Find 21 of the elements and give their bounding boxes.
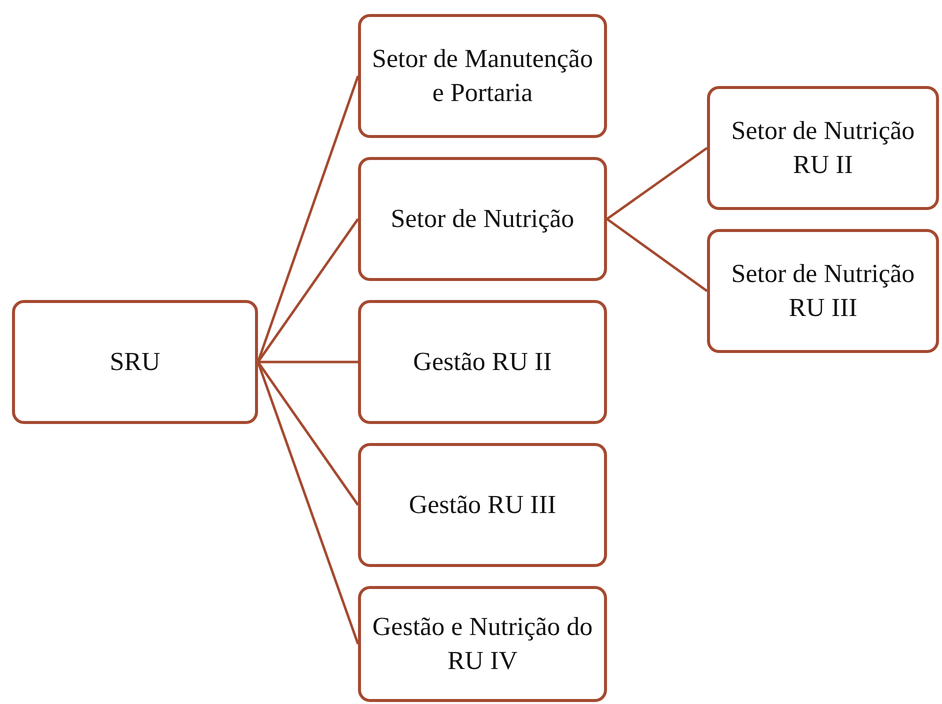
unit-name: Gestão e Nutrição do RU IV [371, 611, 594, 677]
unit-name: Gestão RU II [413, 346, 552, 378]
unit-name: Setor de Nutrição RU II [730, 115, 916, 181]
unit-name: Setor de Manutenção e Portaria [371, 43, 594, 109]
org-unit-box [358, 586, 607, 702]
connector-line [256, 218, 360, 363]
connector-line [256, 361, 360, 506]
org-unit-box [358, 443, 607, 567]
unit-name: Setor de Nutrição [390, 203, 574, 236]
org-unit-box [358, 14, 607, 138]
connector-line [606, 146, 708, 220]
unit-name: SRU [110, 346, 160, 378]
unit-name: Gestão RU III [408, 489, 556, 522]
org-unit-box [707, 86, 939, 210]
unit-name: Setor de Nutrição RU III [730, 258, 916, 324]
org-unit-box [358, 300, 607, 424]
connector-line [258, 360, 358, 364]
org-unit-box [12, 300, 258, 424]
connector-line [606, 218, 708, 292]
org-unit-box [358, 157, 607, 281]
org-unit-box [707, 229, 939, 353]
